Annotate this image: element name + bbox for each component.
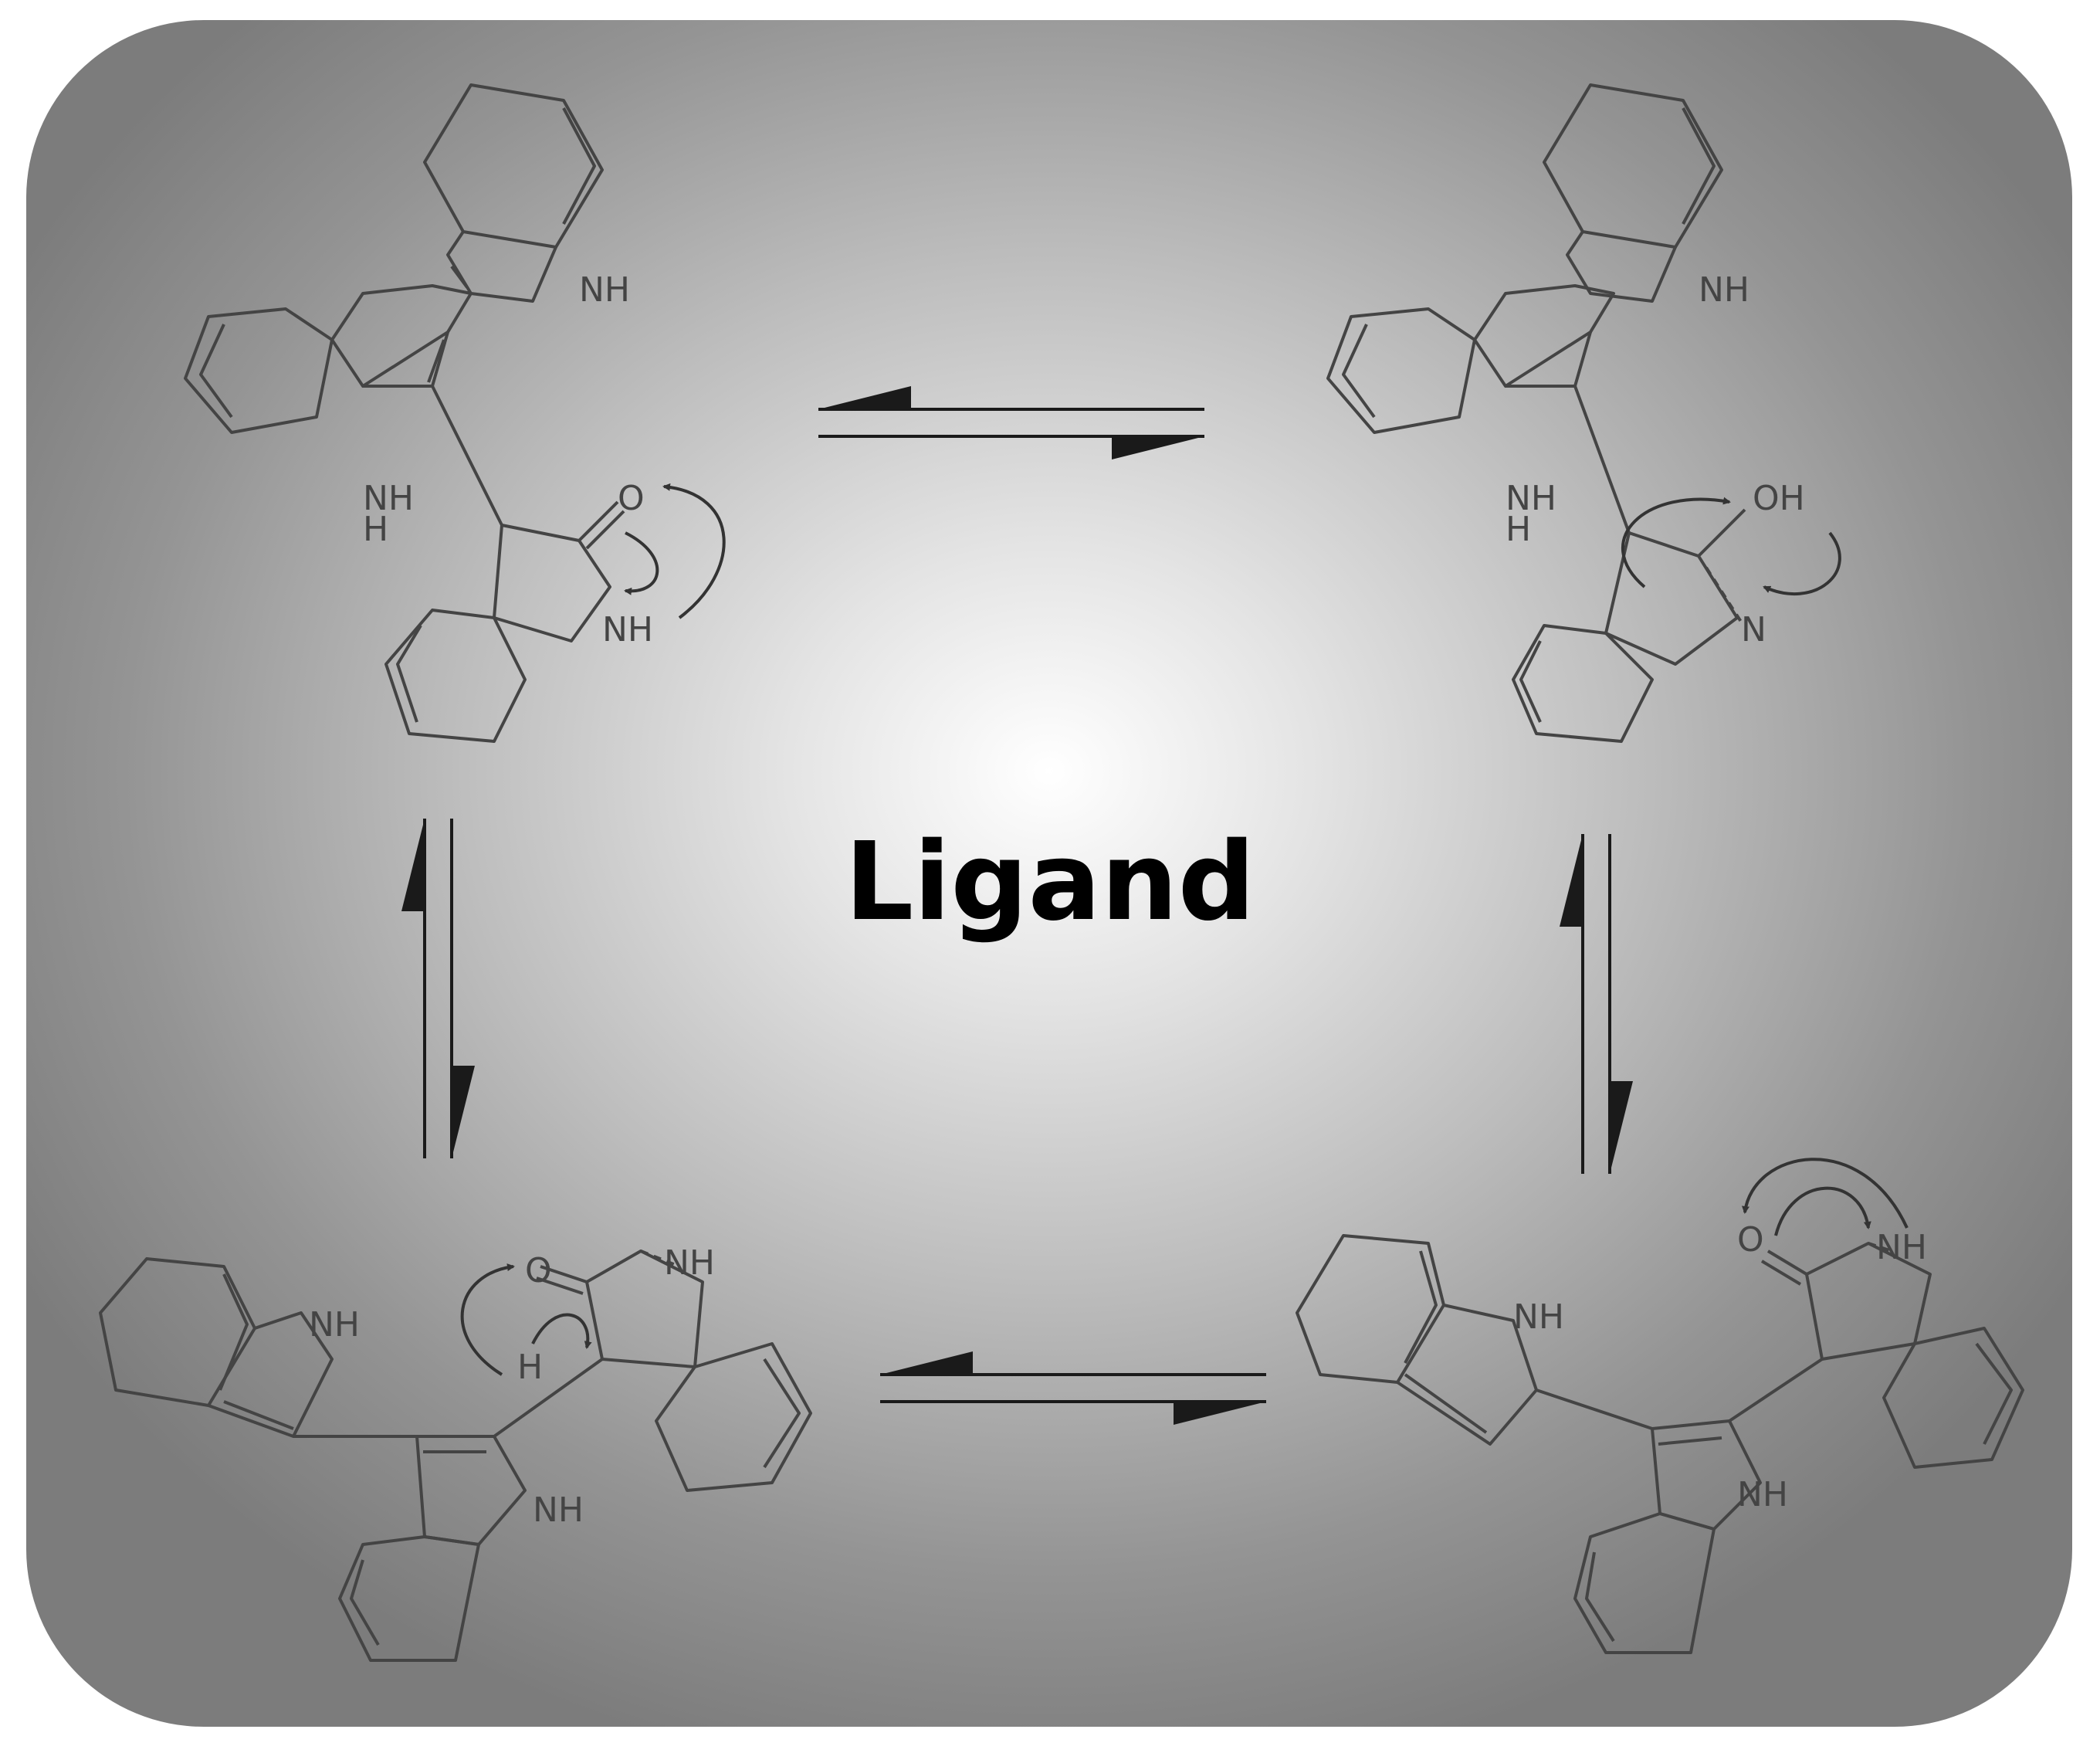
ring-benzene-middle-indole-2 — [1326, 307, 1476, 434]
curved-arrows-bottom-right — [1742, 1158, 1909, 1236]
atom-labels-bottom-left: NH NH O NH H — [309, 1243, 715, 1530]
label-nh-lower-indole-3: NH — [533, 1490, 584, 1530]
equilibrium-arrow-bottom — [880, 1351, 1266, 1425]
molecule-top-right-enol — [1326, 83, 1746, 743]
ring-five-enol — [1604, 531, 1739, 666]
label-h-middle-indole: H — [363, 510, 388, 549]
ring-benzene-top-indole — [423, 83, 604, 249]
ring-benzene-oxindole — [384, 609, 527, 743]
ring-pyrrole-middle-indole — [330, 284, 472, 388]
ring-benzene-middle-indole — [184, 307, 334, 434]
molecule-bottom-right — [1296, 1234, 2024, 1654]
molecule-top-left-keto — [184, 83, 625, 743]
ring-pyrrole-left-indole-3 — [208, 1311, 334, 1438]
label-o-carbonyl: O — [618, 479, 645, 518]
atom-labels-top-left: NH NH H O NH — [363, 270, 653, 649]
label-nh-middle-indole-2: NH — [1506, 479, 1556, 518]
ring-benzene-lower-indole-4 — [1573, 1512, 1716, 1654]
ring-benzene-lower-indole-3 — [338, 1535, 480, 1662]
molecule-bottom-left — [99, 1249, 812, 1662]
label-oh-enol: OH — [1753, 479, 1805, 518]
curved-arrows-top-right — [1621, 497, 1841, 596]
atom-labels-bottom-right: NH NH O NH — [1513, 1220, 1927, 1514]
label-nh-amide-4: NH — [1876, 1228, 1927, 1267]
ring-pyrrole-top-indole-2 — [1566, 230, 1677, 303]
label-h-alpha-3: H — [517, 1348, 543, 1387]
label-nh-left-indole-3: NH — [309, 1305, 360, 1344]
ring-oxindole-five — [493, 524, 611, 643]
ring-pyrrole-lower-indole-4 — [1651, 1419, 1762, 1531]
ring-benzene-enol — [1512, 624, 1654, 743]
curved-arrows-top-left — [624, 483, 726, 619]
label-nh-amide-3: NH — [664, 1243, 715, 1283]
background-panel — [26, 20, 2072, 1727]
ring-pyrrole-middle-indole-2 — [1473, 284, 1615, 388]
ring-benzene-top-indole-2 — [1543, 83, 1723, 249]
label-nh-left-indole-4: NH — [1513, 1297, 1564, 1337]
label-h-middle-indole-2: H — [1506, 510, 1531, 549]
label-nh-lower-indole-4: NH — [1737, 1475, 1788, 1514]
ring-five-keto-3 — [585, 1249, 704, 1368]
label-o-carbonyl-4: O — [1737, 1220, 1764, 1260]
label-nh-top-indole-2: NH — [1699, 270, 1749, 310]
diagram-title: Ligand — [845, 819, 1255, 945]
equilibrium-arrow-left — [401, 819, 475, 1158]
label-nh-top-indole: NH — [579, 270, 630, 310]
label-o-carbonyl-3: O — [525, 1251, 552, 1290]
ring-benzene-oxindole-3 — [655, 1342, 812, 1492]
label-n-imine: N — [1741, 610, 1766, 649]
label-nh-middle-indole: NH — [363, 479, 414, 518]
ring-pyrrole-lower-indole-3 — [415, 1435, 527, 1546]
ring-benzene-left-indole-3 — [99, 1257, 256, 1407]
ring-benzene-oxindole-4 — [1882, 1327, 2024, 1469]
label-nh-oxindole: NH — [602, 610, 653, 649]
atom-labels-top-right: NH NH H OH N — [1506, 270, 1805, 649]
equilibrium-arrow-top — [818, 386, 1204, 459]
ring-five-keto-4 — [1805, 1242, 1932, 1361]
equilibrium-arrow-right — [1560, 834, 1633, 1174]
curved-arrows-bottom-left — [460, 1263, 592, 1376]
